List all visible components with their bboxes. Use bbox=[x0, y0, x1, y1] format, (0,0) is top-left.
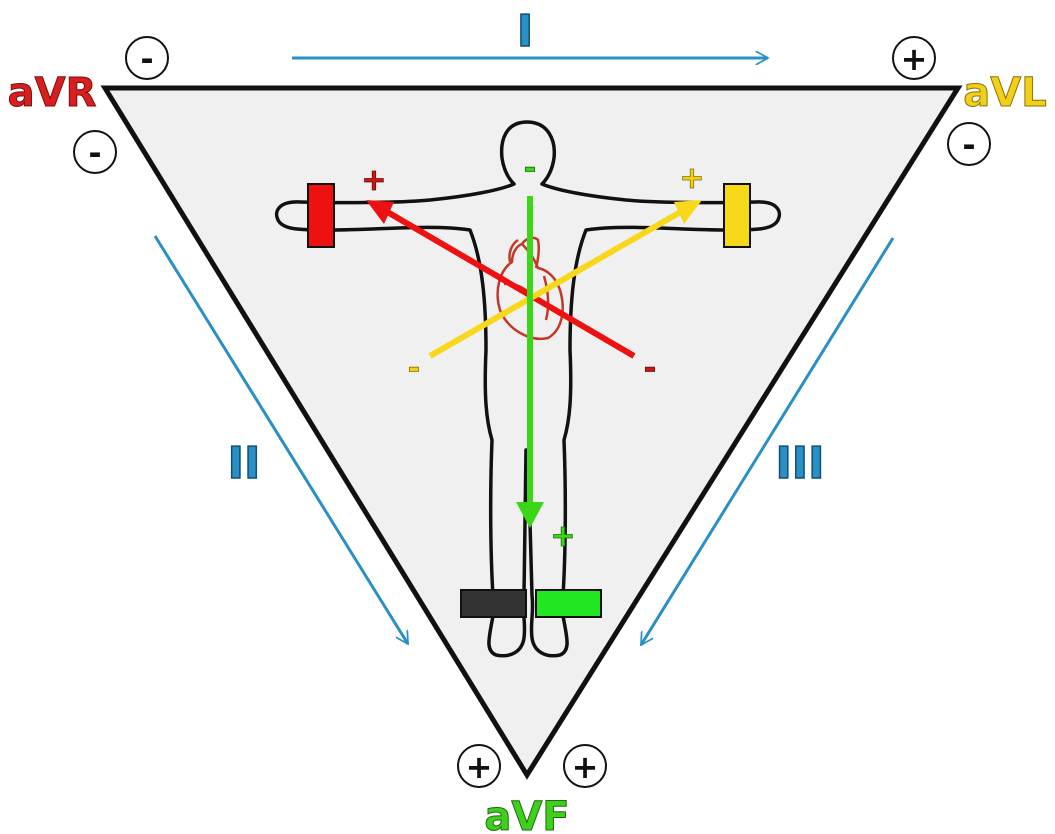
right-arm-electrode bbox=[307, 183, 335, 248]
left-leg-electrode bbox=[535, 589, 602, 618]
svg-text:+: + bbox=[466, 748, 493, 786]
avl-arrowhead bbox=[674, 200, 702, 224]
right-leg-electrode bbox=[460, 589, 527, 618]
svg-text:+: + bbox=[572, 748, 599, 786]
lead-ii-arrow bbox=[153, 235, 410, 644]
avf-arrowhead bbox=[516, 502, 544, 528]
polarity-plus-bottom-left: + bbox=[457, 744, 501, 788]
polarity-minus-right: - bbox=[947, 122, 991, 166]
svg-text:-: - bbox=[88, 134, 101, 172]
left-arm-electrode bbox=[723, 183, 751, 248]
avl-vector-arrow bbox=[428, 207, 686, 359]
avf-label: aVF bbox=[484, 794, 569, 834]
avr-minus-sign: - bbox=[644, 351, 656, 386]
avr-label: aVR bbox=[8, 70, 97, 116]
lead-ii-label: II bbox=[228, 438, 261, 489]
avl-label: aVL bbox=[963, 70, 1046, 116]
polarity-plus-bottom-right: + bbox=[563, 744, 607, 788]
avr-vector-arrow bbox=[382, 207, 636, 359]
polarity-plus-top-right: + bbox=[892, 36, 936, 80]
svg-text:+: + bbox=[901, 40, 928, 78]
lead-iii-label: III bbox=[775, 438, 824, 489]
avf-minus-sign: - bbox=[524, 151, 536, 186]
svg-text:-: - bbox=[140, 40, 153, 78]
avr-plus-sign: + bbox=[361, 163, 386, 198]
lead-i-label: I bbox=[517, 6, 533, 57]
polarity-minus-top-left: - bbox=[125, 36, 169, 80]
polarity-minus-left: - bbox=[73, 130, 117, 174]
avl-minus-sign: - bbox=[408, 351, 420, 386]
lead-iii-arrow bbox=[639, 237, 895, 645]
avr-arrowhead bbox=[366, 200, 394, 224]
svg-text:-: - bbox=[962, 126, 975, 164]
avf-plus-sign: + bbox=[550, 519, 575, 554]
avl-plus-sign: + bbox=[679, 161, 704, 196]
